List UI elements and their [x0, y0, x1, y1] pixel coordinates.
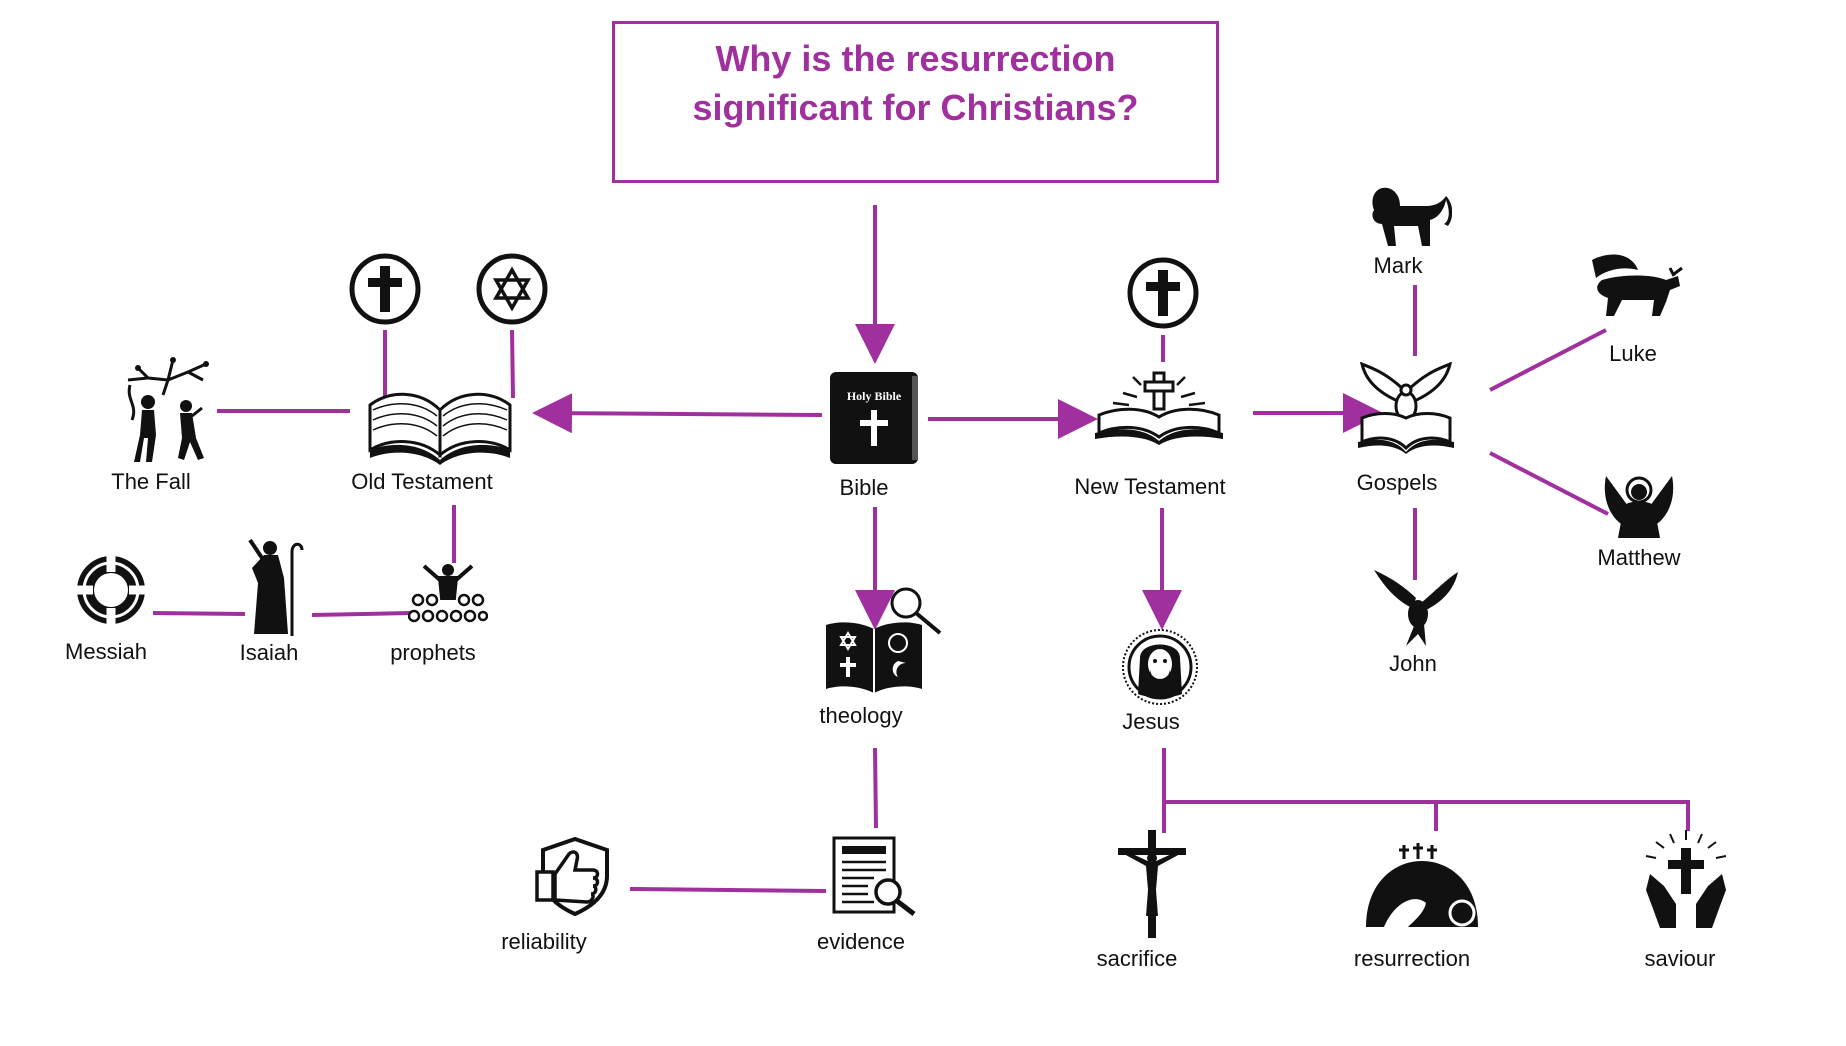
dove-book-icon	[1358, 362, 1454, 454]
reliability-shield-icon	[535, 836, 609, 916]
label-luke: Luke	[1609, 341, 1657, 366]
star-of-david-icon	[476, 253, 548, 325]
evidence-document-icon	[832, 836, 916, 916]
label-saviour: saviour	[1644, 946, 1716, 971]
label-messiah: Messiah	[65, 639, 147, 664]
line-bible-ot	[532, 393, 823, 434]
open-book-icon	[368, 392, 512, 465]
label-sacrifice: sacrifice	[1096, 946, 1178, 971]
line-ot-star	[510, 329, 515, 399]
title-box: Why is the resurrection significant for …	[612, 21, 1219, 183]
label-prophets: prophets	[390, 640, 476, 665]
holy-bible-icon: Holy Bible	[830, 372, 918, 464]
svg-text:Holy Bible: Holy Bible	[847, 389, 902, 403]
the-fall-icon	[127, 357, 209, 462]
prophets-crowd-icon	[408, 564, 488, 623]
label-new-testament: New Testament	[1074, 474, 1226, 499]
label-old-testament: Old Testament	[351, 469, 493, 494]
label-bible: Bible	[839, 475, 889, 500]
label-the-fall: The Fall	[111, 469, 191, 494]
line-theology-evidence	[873, 747, 878, 829]
label-mark: Mark	[1373, 253, 1423, 278]
theology-book-icon	[826, 587, 942, 693]
label-john: John	[1389, 651, 1437, 676]
label-jesus: Jesus	[1122, 709, 1180, 734]
line-gospels-matthew	[1489, 451, 1609, 516]
label-resurrection: resurrection	[1353, 946, 1471, 971]
cross-circle-icon-nt	[1127, 257, 1199, 329]
winged-ox-icon	[1592, 254, 1683, 316]
angel-icon	[1604, 476, 1674, 538]
title-line-2: significant for Christians?	[692, 87, 1139, 128]
eagle-icon	[1374, 570, 1458, 646]
saviour-hands-cross-icon	[1645, 830, 1727, 928]
label-theology: theology	[819, 703, 903, 728]
lion-icon	[1372, 187, 1452, 246]
label-reliability: reliability	[501, 929, 587, 954]
line-isaiah-messiah	[152, 611, 246, 616]
title-line-1: Why is the resurrection	[715, 38, 1116, 79]
label-isaiah: Isaiah	[239, 640, 299, 665]
empty-tomb-icon	[1366, 843, 1478, 927]
isaiah-figure-icon	[248, 538, 304, 636]
line-prophets-isaiah	[311, 611, 411, 617]
jesus-portrait-icon	[1122, 629, 1198, 705]
line-gospels-luke	[1489, 328, 1607, 392]
book-with-cross-icon	[1095, 371, 1223, 445]
line-evidence-reliability	[629, 887, 827, 893]
label-gospels: Gospels	[1356, 470, 1438, 495]
cross-circle-icon	[349, 253, 421, 325]
title-text: Why is the resurrection significant for …	[615, 34, 1216, 132]
label-matthew: Matthew	[1597, 545, 1681, 570]
label-evidence: evidence	[816, 929, 906, 954]
life-ring-icon	[77, 556, 145, 624]
crucifix-icon	[1118, 830, 1186, 938]
